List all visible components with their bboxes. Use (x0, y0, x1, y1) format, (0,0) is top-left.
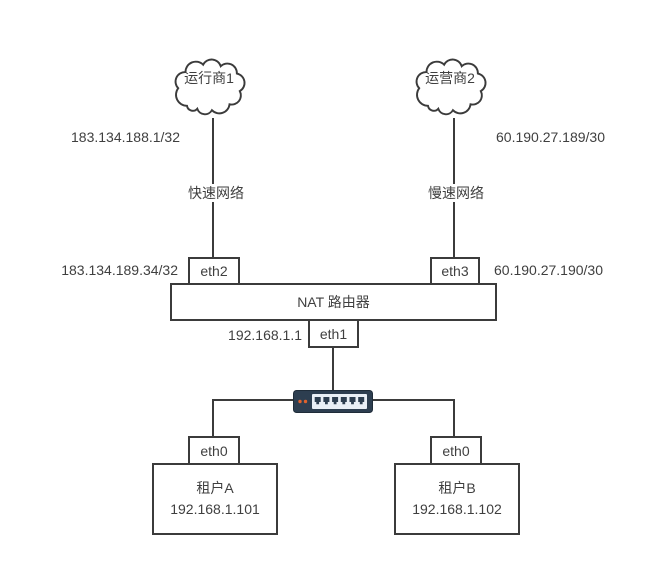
tenant-a-name: 租户A (196, 480, 234, 496)
eth1-ip-label: 192.168.1.1 (228, 327, 302, 343)
eth1-port-label: eth1 (319, 325, 348, 342)
cloud-icon (415, 58, 487, 116)
eth3-port-label: eth3 (441, 263, 469, 279)
ethernet-switch-icon (293, 390, 373, 413)
connector-switch-eth0a (212, 399, 214, 437)
isp2-ip-label: 60.190.27.189/30 (496, 129, 605, 145)
cloud-isp2: 运营商2 (406, 52, 494, 120)
slow-network-label: 慢速网络 (426, 184, 486, 202)
tenant-b-ip: 192.168.1.102 (412, 501, 502, 517)
eth1-port-box: eth1 (308, 319, 359, 348)
connector-switch-left (213, 399, 293, 401)
tenant-a-ip: 192.168.1.101 (170, 501, 260, 517)
eth0-b-port-label: eth0 (442, 442, 470, 459)
eth3-ip-label: 60.190.27.190/30 (494, 262, 603, 278)
connector-switch-right (373, 399, 455, 401)
connector-eth1-switch (332, 347, 334, 392)
fast-network-label: 快速网络 (186, 184, 246, 202)
eth0-a-port-box: eth0 (188, 436, 240, 465)
tenant-b-name: 租户B (438, 480, 476, 496)
tenant-b-box: 租户B 192.168.1.102 (394, 463, 520, 535)
cloud-isp1-label: 运行商1 (184, 69, 234, 86)
cloud-isp1: 运行商1 (165, 52, 253, 120)
cloud-icon (174, 58, 246, 116)
nat-router-label: NAT 路由器 (297, 294, 370, 310)
nat-router-box: NAT 路由器 (170, 283, 497, 321)
cloud-isp2-label: 运营商2 (425, 69, 475, 86)
isp1-ip-label: 183.134.188.1/32 (71, 129, 180, 145)
connector-switch-eth0b (453, 399, 455, 437)
eth0-a-port-label: eth0 (200, 442, 228, 459)
eth2-port-box: eth2 (188, 257, 240, 285)
eth2-ip-label: 183.134.189.34/32 (61, 262, 178, 278)
eth0-b-port-box: eth0 (430, 436, 482, 465)
eth2-port-label: eth2 (200, 263, 228, 279)
eth3-port-box: eth3 (430, 257, 480, 285)
tenant-a-box: 租户A 192.168.1.101 (152, 463, 278, 535)
